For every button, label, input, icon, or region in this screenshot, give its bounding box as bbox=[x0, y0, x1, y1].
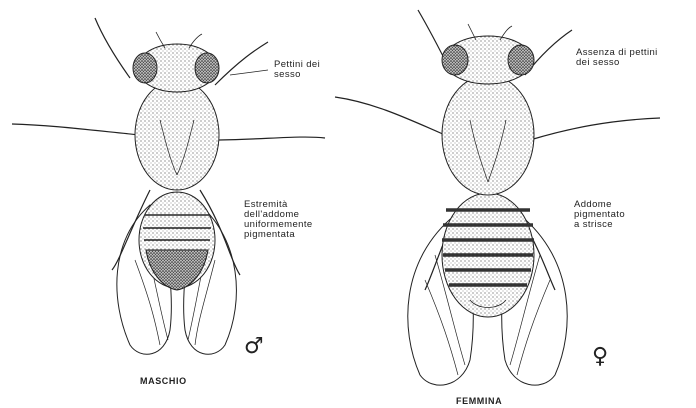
male-combs-pointer bbox=[230, 70, 268, 75]
female-striped-abdomen-label: Addome pigmentato a strisce bbox=[574, 200, 625, 230]
male-symbol: ♂ bbox=[244, 336, 264, 358]
female-right-eye bbox=[508, 45, 534, 75]
female-symbol: ♀ bbox=[592, 346, 608, 368]
female-caption: FEMMINA bbox=[456, 396, 502, 406]
male-thorax bbox=[135, 80, 219, 190]
male-left-eye bbox=[133, 53, 157, 83]
female-thorax bbox=[442, 75, 534, 195]
male-caption: MASCHIO bbox=[140, 376, 187, 386]
male-right-eye bbox=[195, 53, 219, 83]
female-left-eye bbox=[442, 45, 468, 75]
female-no-sex-combs-label: Assenza di pettini dei sesso bbox=[576, 48, 658, 68]
male-sex-combs-label: Pettini dei sesso bbox=[274, 60, 320, 80]
male-abdomen-tip-label: Estremità dell'addome uniformemente pigm… bbox=[244, 200, 313, 240]
